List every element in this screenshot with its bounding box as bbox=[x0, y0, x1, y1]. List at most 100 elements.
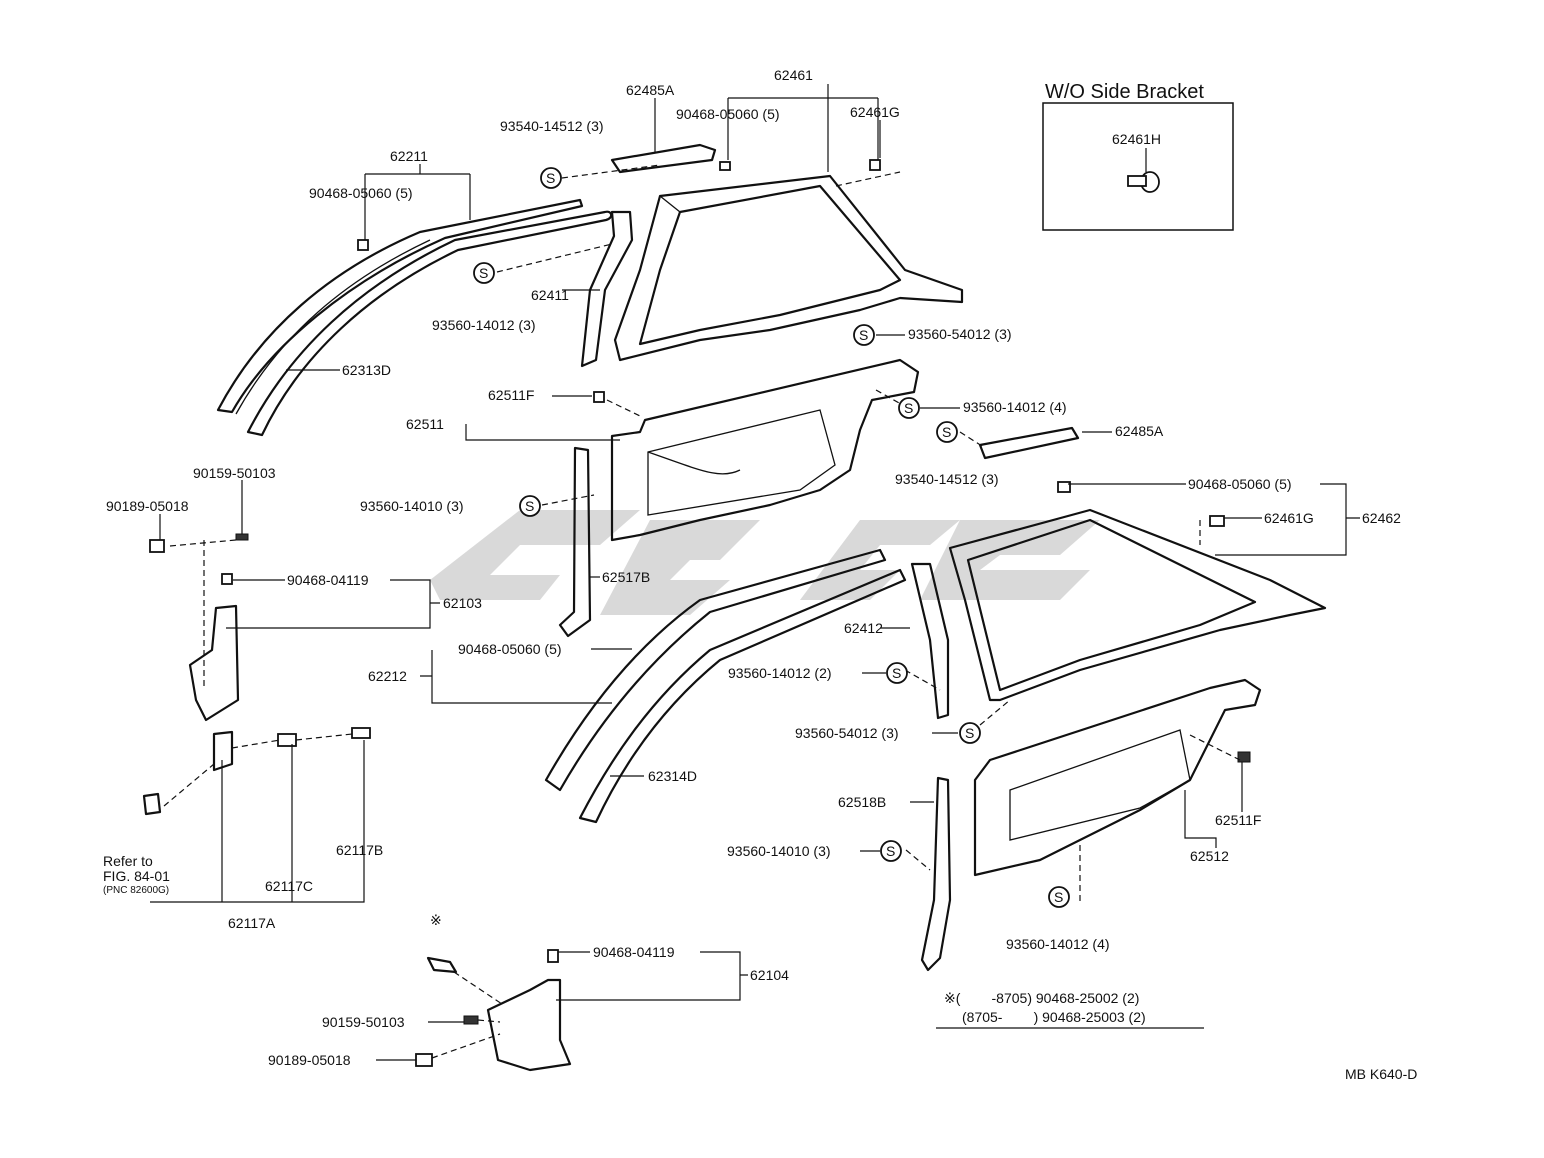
clip-90468-05060-left-icon bbox=[357, 239, 369, 251]
clip-90468-05060-right-icon bbox=[1057, 481, 1071, 493]
label-62511: 62511 bbox=[406, 416, 444, 432]
label-62314D: 62314D bbox=[648, 768, 697, 784]
svg-text:S: S bbox=[479, 265, 488, 281]
label-90468-05060-left: 90468-05060 (5) bbox=[309, 185, 413, 201]
label-62461: 62461 bbox=[774, 67, 813, 83]
label-62313D: 62313D bbox=[342, 362, 391, 378]
label-90468-05060-mid: 90468-05060 (5) bbox=[458, 641, 562, 657]
label-93560-14010-top: 93560-14010 (3) bbox=[360, 498, 464, 514]
svg-text:S: S bbox=[525, 498, 534, 514]
clip-90468-04119-top-icon bbox=[221, 573, 233, 585]
pillar-garnish-62517B bbox=[558, 446, 592, 638]
quarter-trim-panel-62511 bbox=[610, 358, 920, 542]
label-62511F-top: 62511F bbox=[488, 387, 534, 403]
inset-title: W/O Side Bracket bbox=[1045, 81, 1204, 103]
label-62411: 62411 bbox=[531, 287, 569, 303]
quarter-trim-panel-62512 bbox=[973, 678, 1262, 877]
label-62103: 62103 bbox=[443, 595, 482, 611]
label-62518B: 62518B bbox=[838, 794, 886, 810]
clip-62461G-right-icon bbox=[1209, 515, 1225, 527]
cowl-side-trim-62104 bbox=[486, 978, 572, 1072]
label-62512: 62512 bbox=[1190, 848, 1229, 864]
label-62462: 62462 bbox=[1362, 510, 1401, 526]
part-labels: 62461 62485A 90468-05060 (5) 62461G 9354… bbox=[103, 67, 1417, 1082]
label-62412: 62412 bbox=[844, 620, 883, 636]
pillar-garnish-62518B bbox=[920, 776, 952, 972]
bracket-62485A-mid bbox=[978, 426, 1080, 460]
label-62485A-top: 62485A bbox=[626, 82, 675, 98]
label-90159-50103-bot: 90159-50103 bbox=[322, 1014, 405, 1030]
label-refer-line3: (PNC 82600G) bbox=[103, 885, 169, 896]
label-90468-05060-top: 90468-05060 (5) bbox=[676, 106, 780, 122]
clip-90189-05018-bot-icon bbox=[415, 1053, 433, 1067]
label-62117C: 62117C bbox=[265, 878, 313, 894]
label-62117B: 62117B bbox=[336, 842, 383, 858]
svg-text:S: S bbox=[886, 843, 895, 859]
label-62485A-mid: 62485A bbox=[1115, 423, 1164, 439]
inset-without-side-bracket: W/O Side Bracket 62461H bbox=[1042, 81, 1234, 231]
label-62517B: 62517B bbox=[602, 569, 650, 585]
label-90468-05060-right: 90468-05060 (5) bbox=[1188, 476, 1292, 492]
svg-text:S: S bbox=[892, 665, 901, 681]
label-93560-54012-top: 93560-54012 (3) bbox=[908, 326, 1012, 342]
label-asterisk: ※ bbox=[430, 912, 442, 928]
quarter-pillar-62411 bbox=[580, 210, 634, 368]
label-62211: 62211 bbox=[390, 148, 428, 164]
label-refer-line2: FIG. 84-01 bbox=[103, 868, 170, 884]
label-93560-54012-mid: 93560-54012 (3) bbox=[795, 725, 899, 741]
pillar-garnish-62212 bbox=[544, 548, 907, 824]
label-90159-50103-top: 90159-50103 bbox=[193, 465, 276, 481]
clip-62511F-top-icon bbox=[593, 391, 605, 403]
label-62212: 62212 bbox=[368, 668, 407, 684]
svg-text:S: S bbox=[546, 170, 555, 186]
screw-90159-50103-bot-icon bbox=[463, 1015, 479, 1025]
label-93560-14012-3: 93560-14012 (3) bbox=[432, 317, 536, 333]
label-62461G-right: 62461G bbox=[1264, 510, 1314, 526]
clip-62117B-icon bbox=[351, 727, 371, 739]
label-93560-14012-4-top: 93560-14012 (4) bbox=[963, 399, 1067, 415]
sealer-symbols: S S S S S S S S S S bbox=[473, 167, 1070, 908]
label-refer-line1: Refer to bbox=[103, 853, 153, 869]
label-62117A: 62117A bbox=[228, 915, 276, 931]
label-93560-14012-2: 93560-14012 (2) bbox=[728, 665, 832, 681]
quarter-window-frame-62462 bbox=[948, 508, 1327, 702]
svg-text:S: S bbox=[1054, 889, 1063, 905]
clip-90468-04119-bot-icon bbox=[547, 949, 559, 963]
label-93560-14010-bot: 93560-14010 (3) bbox=[727, 843, 831, 859]
screw-90159-50103-top-icon bbox=[235, 533, 249, 541]
clip-62461H-icon bbox=[1127, 171, 1160, 193]
svg-text:S: S bbox=[965, 725, 974, 741]
diagram-code: MB K640-D bbox=[1345, 1066, 1417, 1082]
label-90189-05018-bot: 90189-05018 bbox=[268, 1052, 351, 1068]
label-62461G-top: 62461G bbox=[850, 104, 900, 120]
label-93560-14012-4-bot: 93560-14012 (4) bbox=[1006, 936, 1110, 952]
svg-text:S: S bbox=[859, 327, 868, 343]
bracket-62485A-top bbox=[610, 143, 717, 174]
quarter-pillar-62412 bbox=[910, 562, 950, 720]
label-note-line1: ※( -8705) 90468-25002 (2) bbox=[944, 990, 1139, 1006]
quarter-window-frame-62461 bbox=[613, 174, 964, 362]
inset-part-label: 62461H bbox=[1112, 131, 1161, 147]
label-93540-14512-top: 93540-14512 (3) bbox=[500, 118, 604, 134]
svg-text:S: S bbox=[942, 424, 951, 440]
label-90468-04119-bot: 90468-04119 bbox=[593, 944, 675, 960]
label-90189-05018-top: 90189-05018 bbox=[106, 498, 189, 514]
clip-62461G-top-icon bbox=[869, 159, 881, 171]
cowl-side-trim-62103 bbox=[188, 604, 240, 722]
clip-62511F-right-icon bbox=[1237, 751, 1251, 763]
label-93540-14512-mid: 93540-14512 (3) bbox=[895, 471, 999, 487]
dashed-connectors bbox=[163, 164, 1241, 1059]
clip-90189-05018-top-icon bbox=[149, 539, 165, 553]
label-62104: 62104 bbox=[750, 967, 789, 983]
svg-text:S: S bbox=[904, 400, 913, 416]
label-note-line2: (8705- ) 90468-25003 (2) bbox=[962, 1009, 1146, 1025]
clip-90468-05060-top-icon bbox=[719, 161, 731, 171]
label-62511F-right: 62511F bbox=[1215, 812, 1261, 828]
front-pillar-garnish-62313D bbox=[216, 198, 613, 437]
clip-asterisk-icon bbox=[426, 956, 458, 974]
watermark-logo bbox=[430, 510, 1100, 615]
label-90468-04119-top: 90468-04119 bbox=[287, 572, 369, 588]
leader-lines bbox=[150, 84, 1360, 1061]
scuff-plate-62117A bbox=[142, 730, 234, 816]
